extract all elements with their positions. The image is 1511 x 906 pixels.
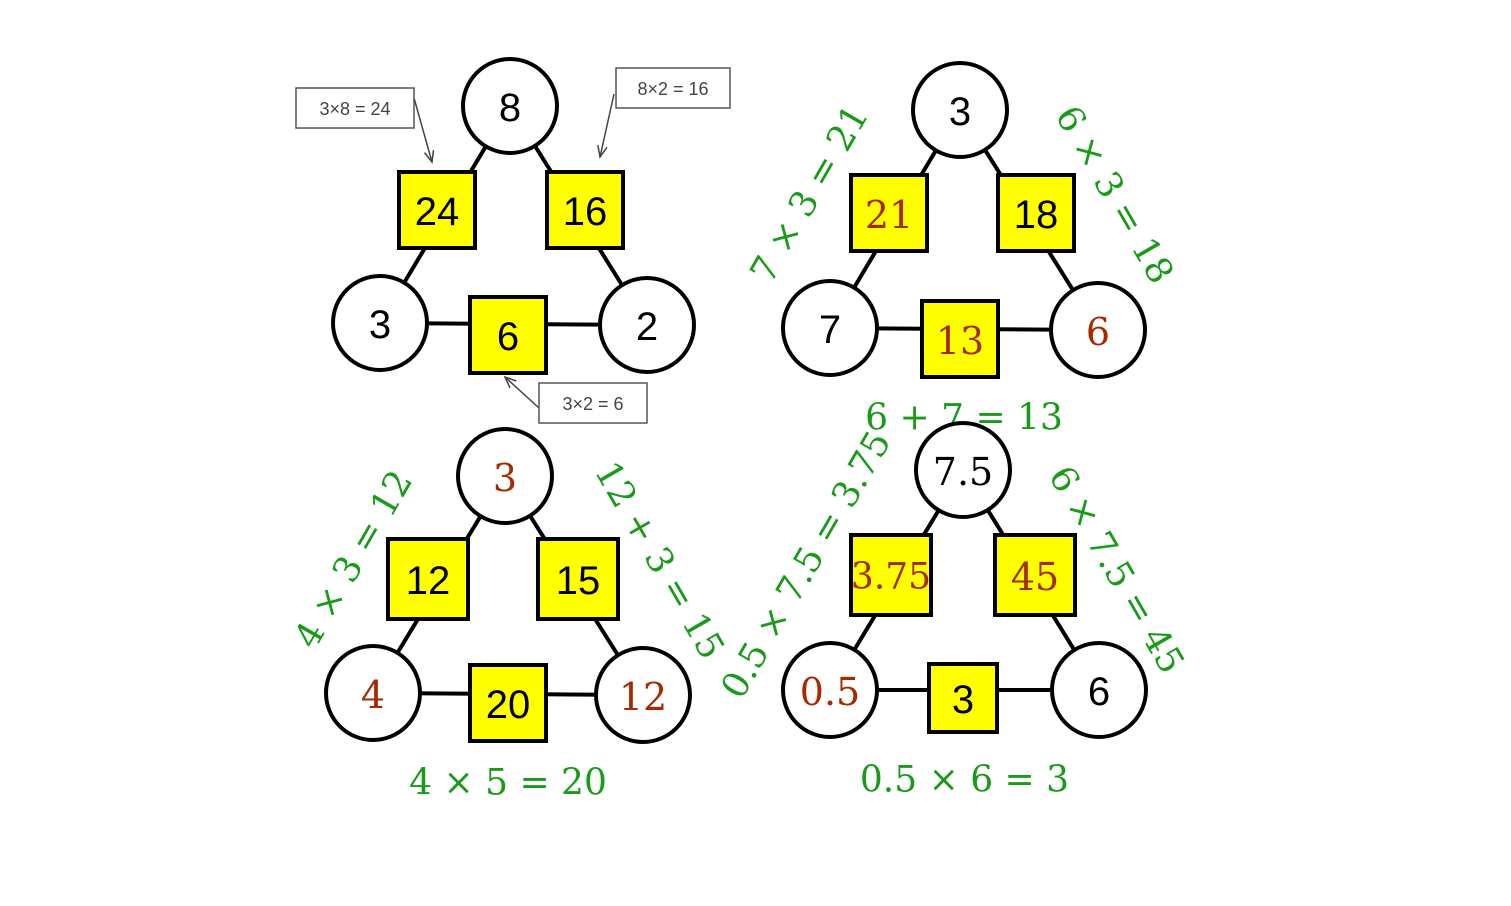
circle-value: 7.5	[933, 450, 993, 494]
product-square	[397, 170, 477, 250]
circle-value: 6	[1088, 670, 1110, 714]
circle-value: 2	[636, 305, 658, 349]
square-value: 13	[936, 319, 984, 363]
product-square	[849, 533, 933, 617]
number-circle	[781, 641, 879, 739]
number-circle	[781, 279, 879, 377]
callout-box	[538, 382, 648, 424]
circle-value: 12	[619, 675, 667, 719]
square-value: 3.75	[851, 557, 931, 598]
number-circle	[914, 421, 1012, 519]
circle-value: 4	[361, 673, 385, 717]
product-square	[386, 537, 470, 621]
number-circle	[331, 274, 429, 372]
number-circle	[598, 276, 696, 374]
callout-box	[615, 67, 731, 109]
callout-text: 3×8 = 24	[319, 99, 390, 119]
number-circle	[324, 644, 422, 742]
product-square	[993, 533, 1077, 617]
callout-arrow	[413, 97, 433, 163]
square-value: 3	[952, 678, 974, 722]
square-value: 15	[556, 559, 601, 603]
callout-arrow	[504, 376, 540, 409]
arrowhead-icon	[597, 145, 608, 159]
circle-value: 3	[949, 90, 971, 134]
product-square	[536, 537, 620, 621]
product-square	[468, 663, 548, 743]
circle-value: 7	[819, 308, 841, 352]
square-value: 18	[1014, 193, 1059, 237]
product-square	[849, 173, 929, 253]
callout-box	[295, 87, 415, 129]
square-value: 16	[563, 190, 608, 234]
circle-value: 0.5	[800, 670, 860, 714]
arrowhead-icon	[503, 375, 517, 389]
equation-label: 0.5 × 6 = 3	[860, 760, 1069, 801]
circle-value: 6	[1086, 310, 1110, 354]
number-circle	[911, 61, 1009, 159]
arrowhead-icon	[423, 150, 435, 164]
circle-value: 3	[493, 456, 517, 500]
number-circle	[456, 427, 554, 525]
number-circle	[461, 57, 559, 155]
product-square	[920, 299, 1000, 379]
callout-text: 8×2 = 16	[637, 79, 708, 99]
number-circle	[1049, 281, 1147, 379]
product-square	[545, 170, 625, 250]
circle-value: 8	[499, 86, 521, 130]
callout-text: 3×2 = 6	[562, 394, 623, 414]
square-value: 21	[865, 193, 913, 237]
square-value: 24	[415, 190, 460, 234]
square-value: 12	[406, 559, 451, 603]
number-circle	[1050, 641, 1148, 739]
product-square	[996, 173, 1076, 253]
square-value: 45	[1011, 555, 1059, 599]
callout-arrow	[599, 93, 615, 158]
square-value: 20	[486, 683, 531, 727]
product-square	[468, 295, 548, 375]
puzzle-1: 24 16 6 8 3 2 3×8 = 24 8×2 = 16 3×2 = 6	[295, 57, 731, 424]
number-circle	[594, 646, 692, 744]
square-value: 6	[497, 315, 519, 359]
product-square	[927, 662, 999, 734]
circle-value: 3	[369, 303, 391, 347]
equation-label: 4 × 5 = 20	[409, 763, 607, 804]
